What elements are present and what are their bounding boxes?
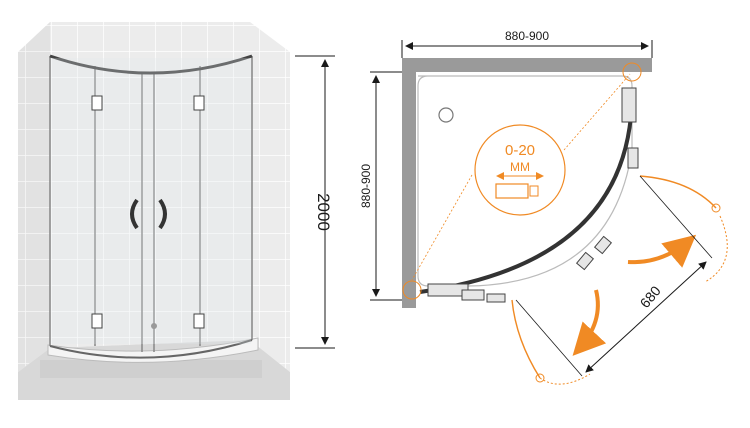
callout-leader — [563, 73, 631, 151]
hinge-icon — [193, 313, 205, 329]
handle-icon — [593, 235, 613, 255]
callout-leader — [411, 174, 473, 281]
glass-panels — [49, 54, 253, 359]
callout-source-circle — [622, 62, 642, 82]
handle-icon — [575, 251, 595, 271]
adjustment-range-label: 0-20 — [505, 142, 535, 159]
opening-dimension-arrow — [585, 261, 707, 373]
handle-icon — [486, 293, 506, 303]
depth-dimension-label: 880-900 — [359, 164, 373, 208]
profile-section-icon — [495, 183, 529, 199]
glass-arc — [419, 95, 634, 294]
wall-profile-icon — [621, 87, 637, 123]
right-wall-tiles — [250, 22, 290, 372]
opening-extension-line — [515, 299, 583, 377]
hinge-icon — [193, 95, 205, 111]
swing-arrow-right — [627, 234, 697, 268]
profile-section-icon — [529, 185, 539, 197]
opening-extension-line — [639, 175, 713, 259]
callout-source-circle — [402, 280, 422, 300]
glass-fill — [51, 58, 251, 344]
hinge-icon — [627, 147, 639, 169]
width-dimension-label: 880-900 — [505, 29, 549, 43]
door-handle-icon — [130, 198, 139, 230]
back-wall — [402, 58, 652, 72]
door-open-path-bottom — [511, 299, 541, 379]
door-swing-arc-bottom — [539, 373, 591, 385]
door-pivot-marker — [711, 203, 721, 213]
opening-dimension-label: 680 — [637, 283, 664, 311]
plan-view: 0-20 MM 880-900 880-900 680 — [359, 29, 728, 385]
tray-base — [40, 360, 262, 378]
height-dimension-label: 2000 — [314, 193, 333, 231]
swing-arrow-bottom — [572, 289, 607, 356]
door-handle-icon — [158, 198, 167, 230]
adjustment-unit-label: MM — [510, 160, 530, 174]
hinge-icon — [91, 313, 103, 329]
plan-drain-icon — [438, 107, 454, 123]
side-wall — [402, 58, 416, 308]
left-wall-tiles — [18, 22, 50, 372]
perspective-view: 2000 — [18, 22, 335, 400]
door-swing-arc-right — [704, 215, 728, 283]
hinge-icon — [461, 289, 485, 301]
door-open-path-right — [639, 175, 717, 209]
hinge-icon — [91, 95, 103, 111]
door-pivot-marker — [535, 373, 545, 383]
drain-icon — [151, 323, 157, 329]
